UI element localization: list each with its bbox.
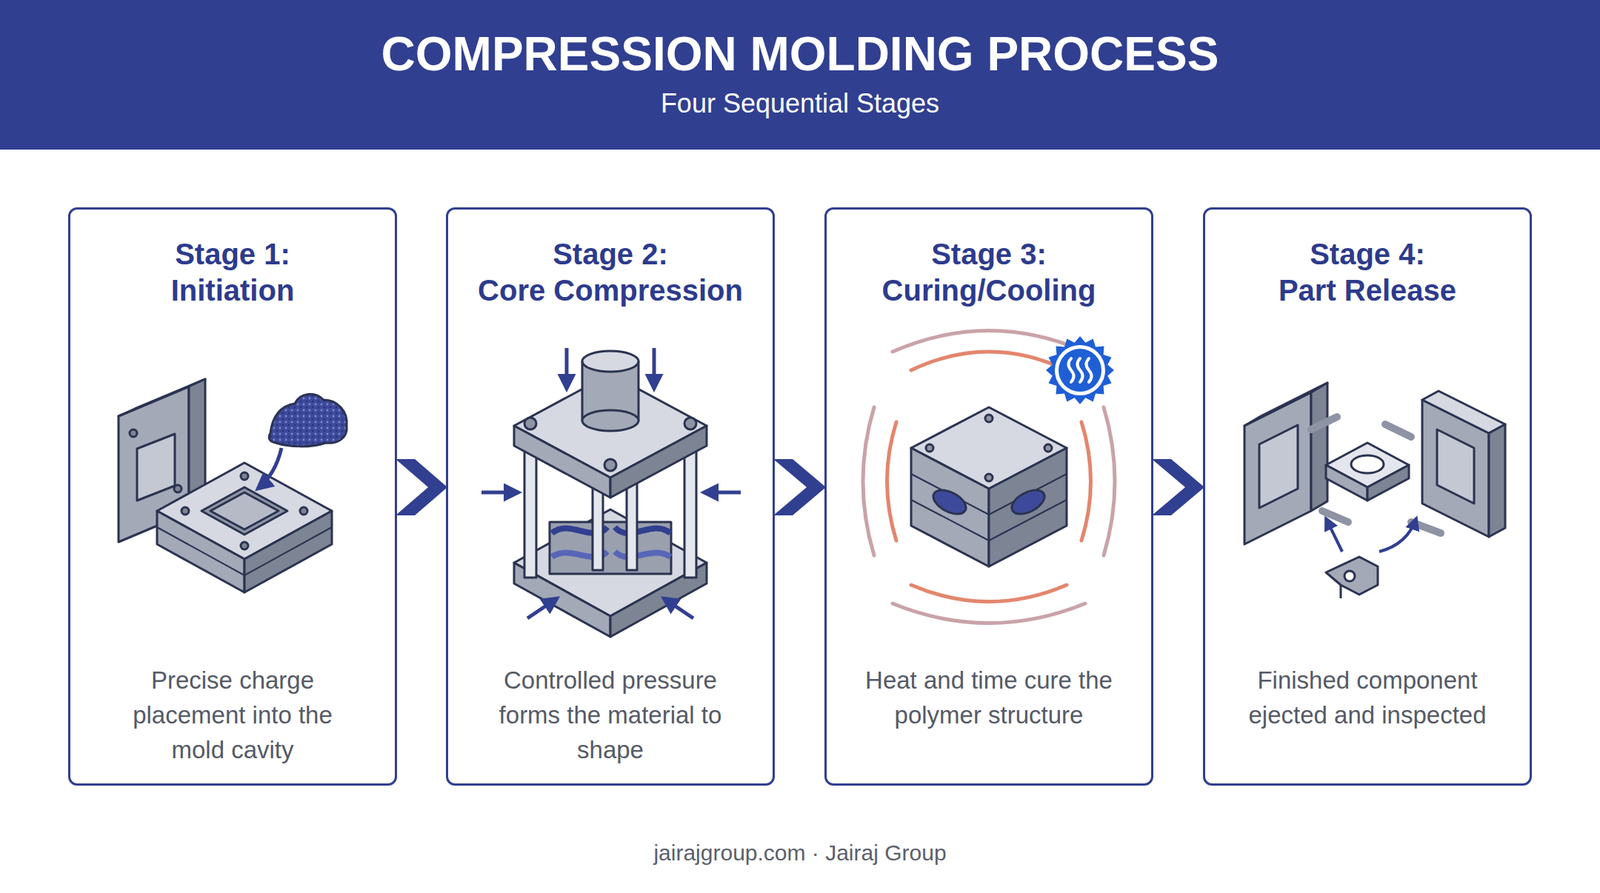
footer-credit: jairajgroup.com · Jairaj Group [0, 840, 1600, 867]
stage-heading: Stage 4: Part Release [1205, 236, 1530, 309]
press [514, 351, 707, 638]
stage-description: Controlled pressure forms the material t… [480, 662, 740, 768]
eject-arrows [1325, 518, 1417, 552]
stage-heading: Stage 1: Initiation [70, 236, 395, 309]
stage-description: Finished component ejected and inspected [1237, 662, 1498, 733]
flow-chevron [395, 459, 448, 516]
stage-description: Heat and time cure the polymer structure [859, 662, 1119, 733]
stage-box: Stage 1: InitiationPrecise charge placem… [68, 207, 398, 786]
stage-box: Stage 3: Curing/CoolingHeat and time cur… [824, 207, 1154, 786]
cured-mold [911, 407, 1067, 567]
heat-waves [862, 331, 1115, 624]
stage-box: Stage 2: Core CompressionControlled pres… [445, 207, 775, 786]
stage-heading: Stage 3: Curing/Cooling [826, 236, 1152, 309]
stage-description: Precise charge placement into the mold c… [102, 662, 363, 768]
subtitle: Four Sequential Stages [0, 87, 1600, 120]
opened-mold [1244, 382, 1506, 599]
heat-badge [1045, 336, 1115, 405]
stage-box: Stage 4: Part ReleaseFinished component … [1202, 207, 1532, 786]
pressure-arrows [481, 348, 741, 619]
flow-chevron [1151, 459, 1205, 516]
stage-heading: Stage 2: Core Compression [448, 236, 773, 309]
diagram-title: COMPRESSION MOLDING PROCESS [0, 26, 1600, 82]
charge-arrow [257, 448, 282, 489]
powder-charge [268, 394, 347, 447]
flow-chevron [773, 459, 826, 516]
